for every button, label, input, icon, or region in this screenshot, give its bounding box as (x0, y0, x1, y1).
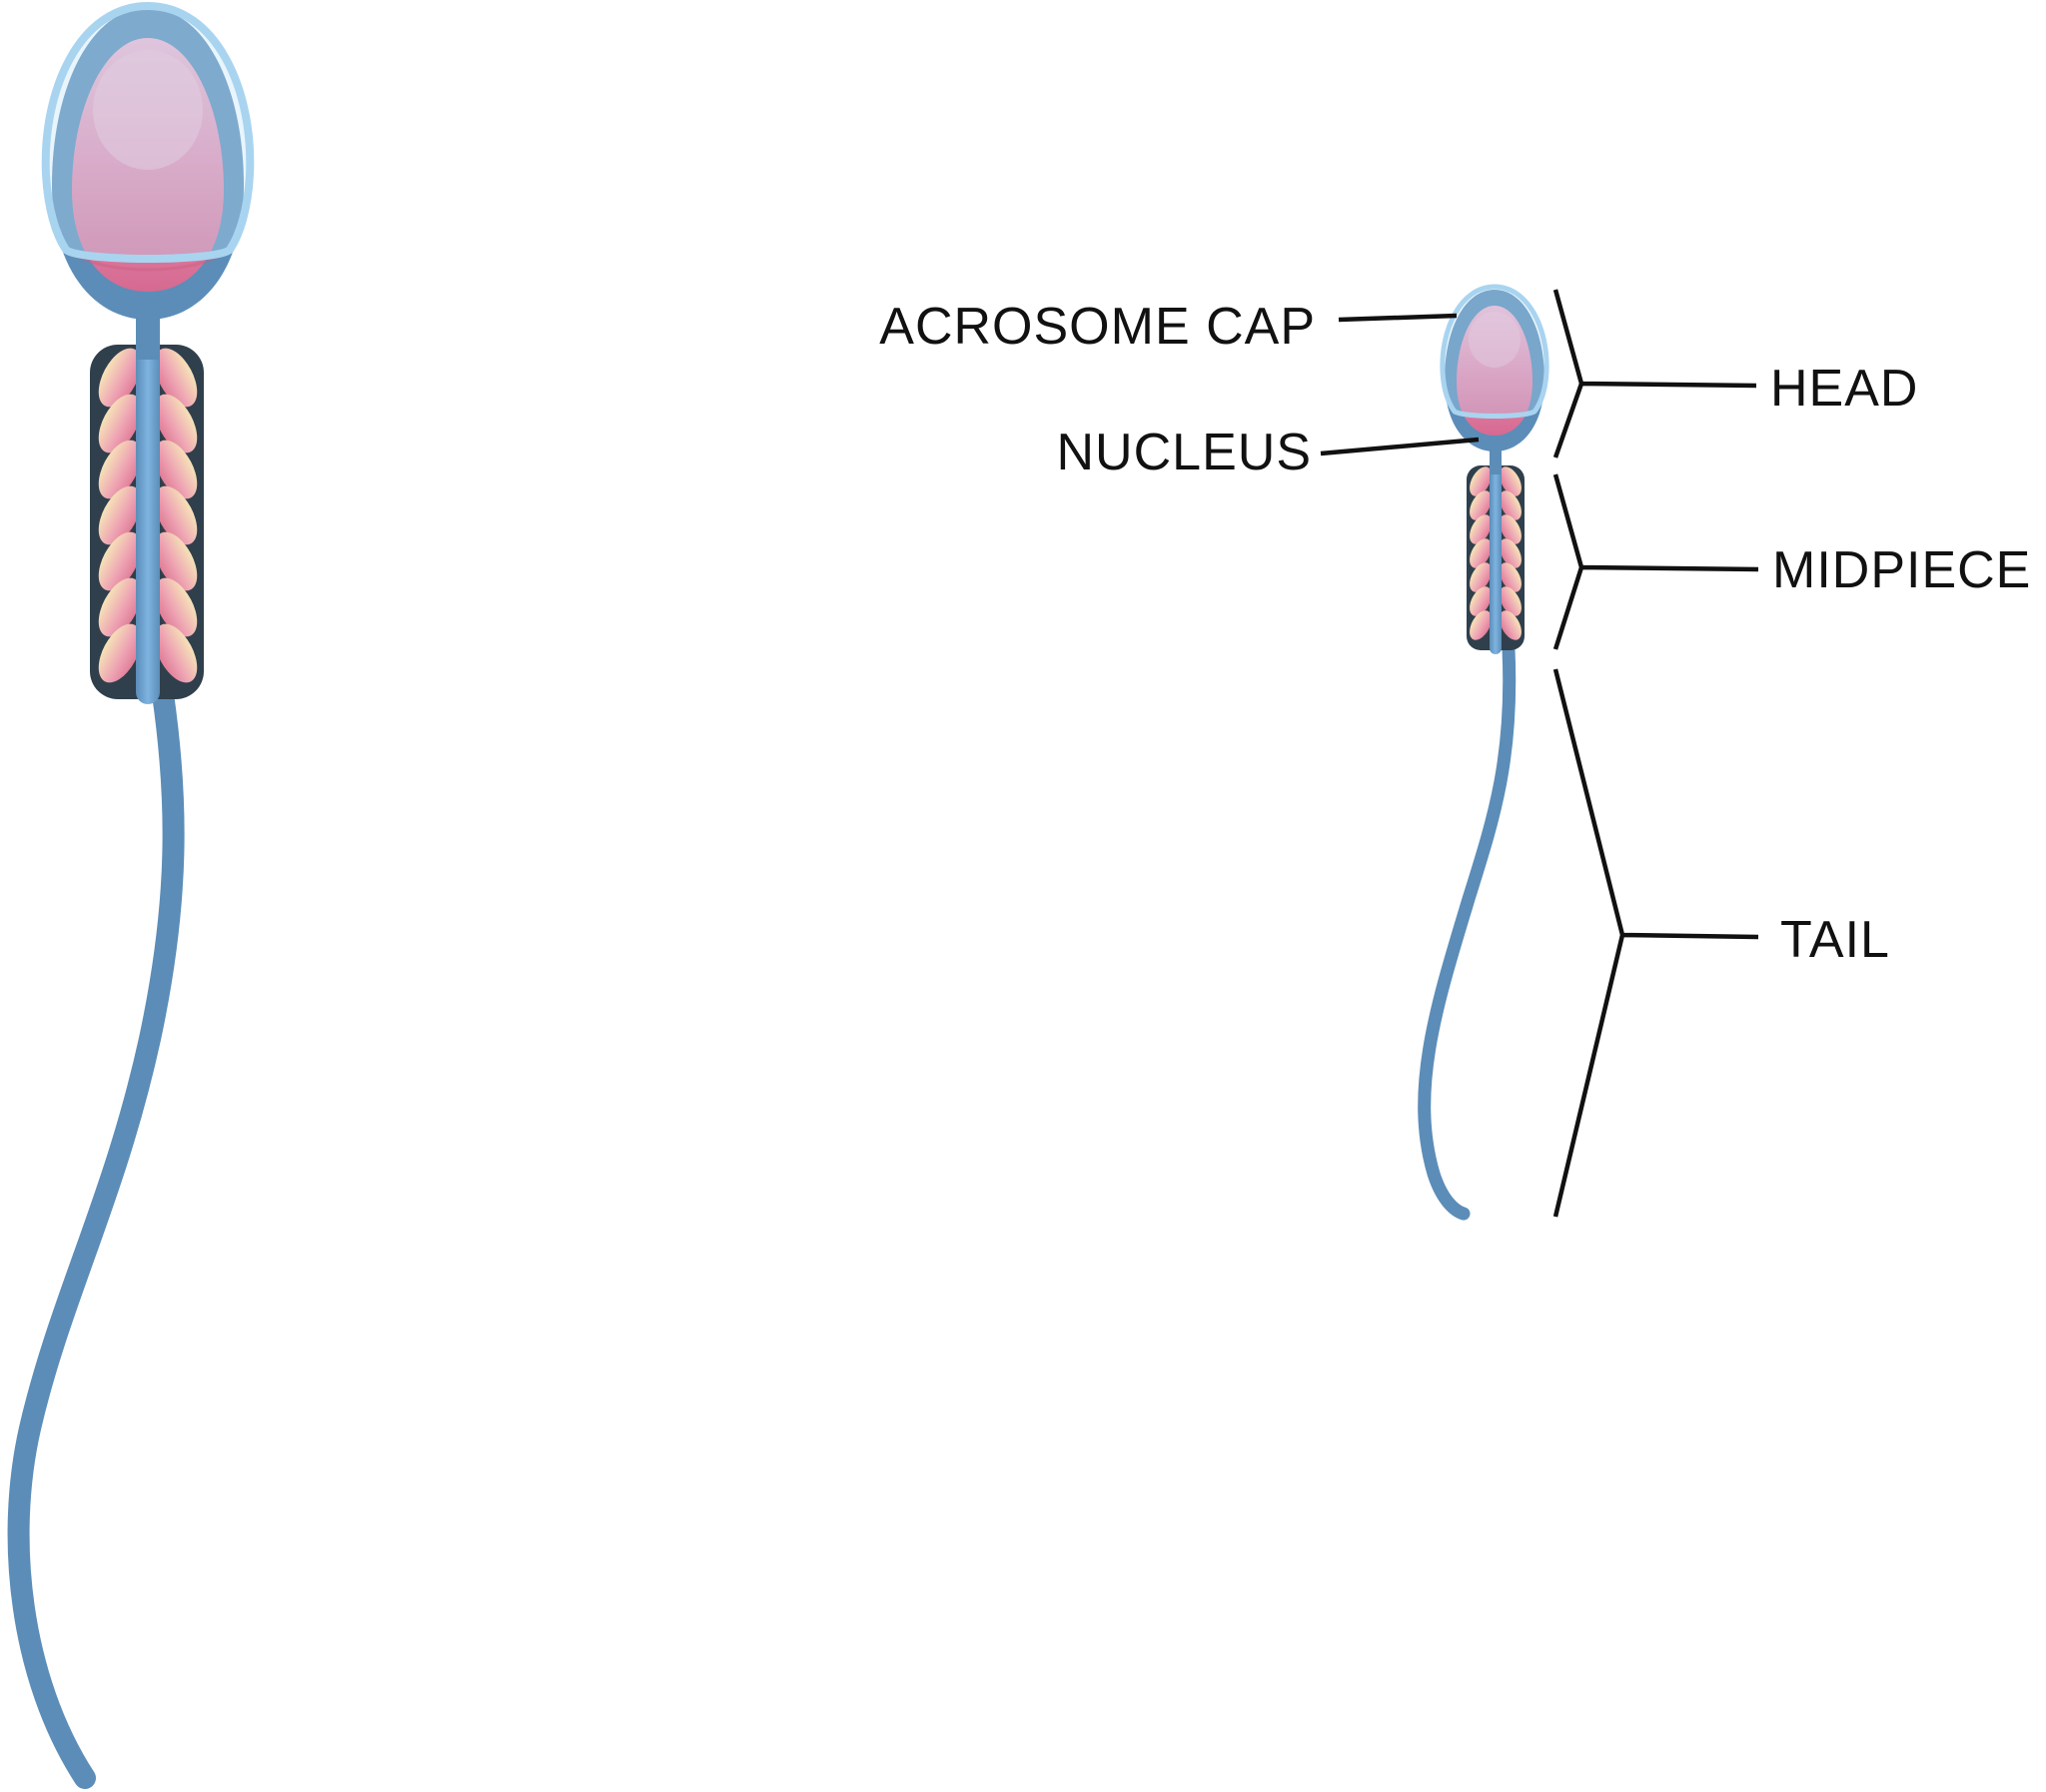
large-sperm-acrosome-cap (41, 1, 255, 263)
small-sperm-midpiece (1467, 459, 1525, 654)
nucleus-label: NUCLEUS (1057, 424, 1313, 481)
large-sperm-tail (7, 683, 185, 1789)
large-sperm-illustration (7, 1, 255, 1789)
large-sperm-head (41, 1, 255, 320)
head-label: HEAD (1770, 360, 1918, 418)
head-bracket (1552, 289, 1757, 458)
tail-bracket (1552, 668, 1759, 1218)
small-sperm-tail (1418, 642, 1517, 1221)
midpiece-bracket (1552, 473, 1759, 650)
acrosome-cap-label: ACROSOME CAP (879, 298, 1316, 356)
small-sperm-acrosome-cap (1440, 284, 1549, 419)
small-sperm-illustration (1418, 284, 1549, 1221)
midpiece-label: MIDPIECE (1772, 541, 2031, 599)
large-sperm-midpiece (90, 335, 204, 704)
tail-label: TAIL (1780, 911, 1890, 969)
small-sperm-head (1440, 284, 1549, 451)
nucleus-leader-line (1320, 437, 1480, 456)
acrosome-cap-leader-line (1338, 313, 1458, 323)
